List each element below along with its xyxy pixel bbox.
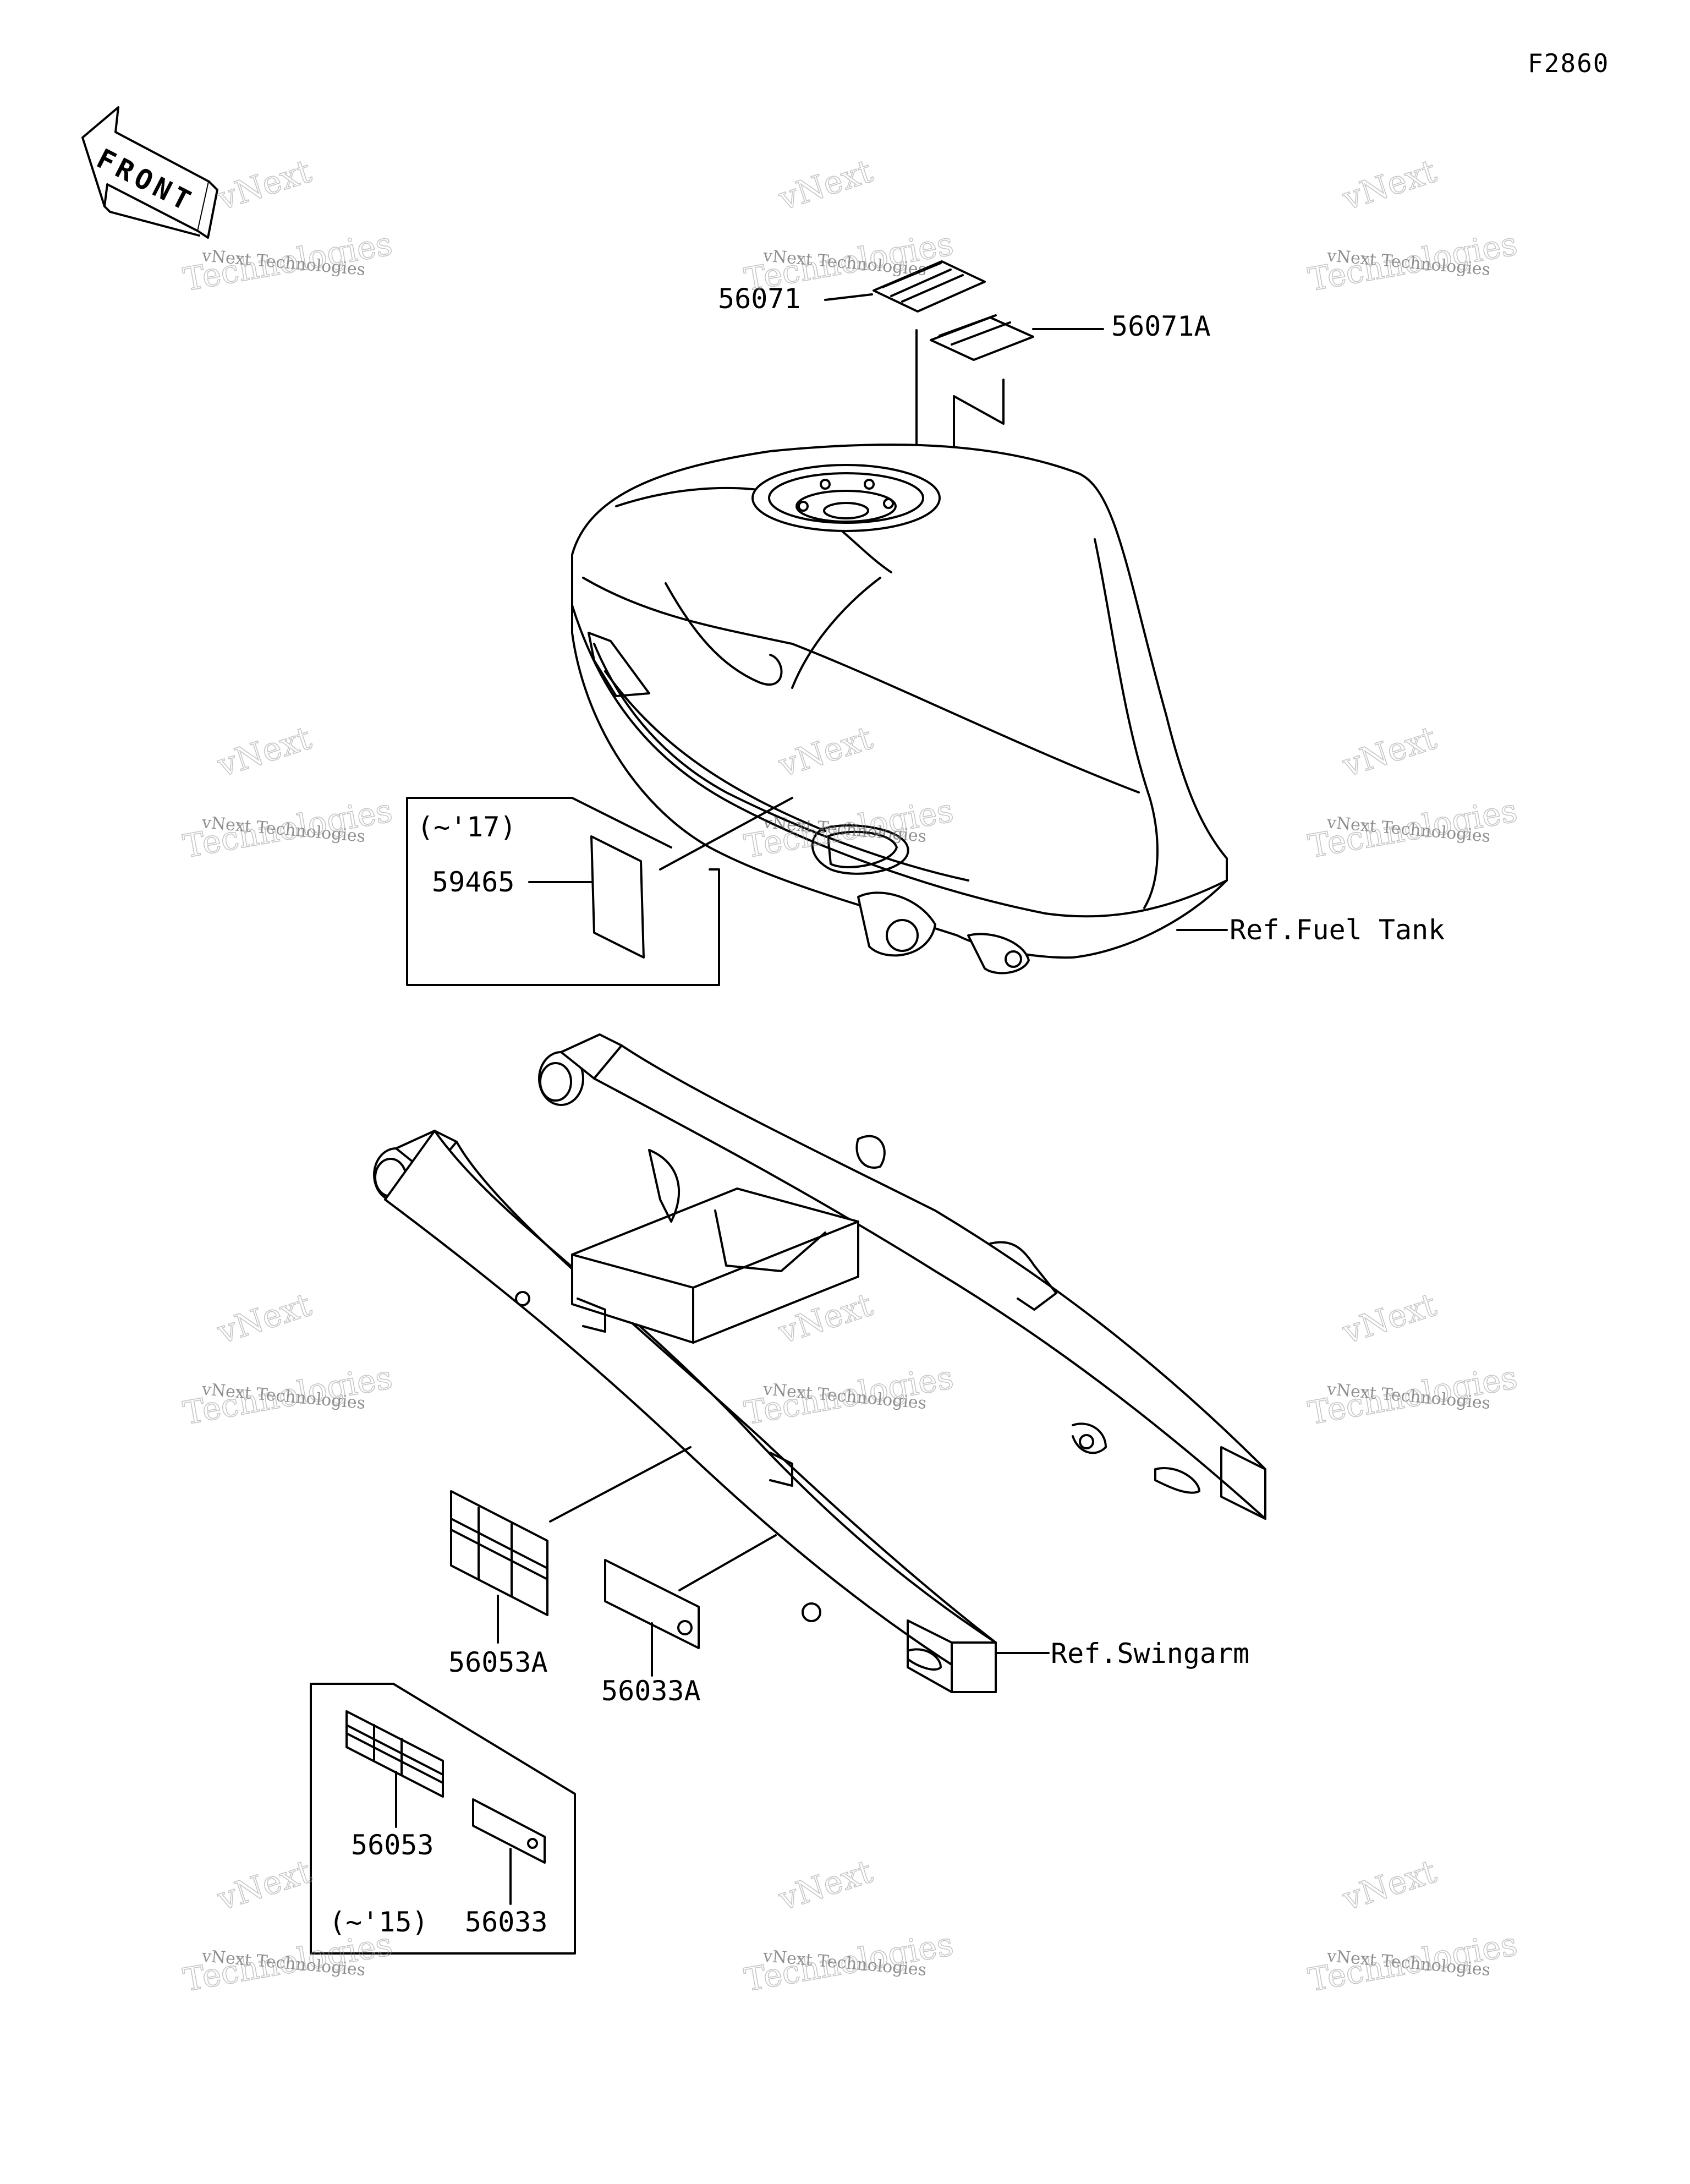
watermark-mr: vNext vNext Technologies Technologies xyxy=(1305,719,1520,866)
watermark-tr: vNext vNext Technologies Technologies xyxy=(1305,152,1520,299)
watermark-tc: vNext vNext Technologies Technologies xyxy=(741,152,956,299)
svg-text:vNext: vNext xyxy=(1338,152,1441,218)
callout-56071: 56071 xyxy=(718,283,801,315)
callout-56071A: 56071A xyxy=(1111,310,1211,342)
callout-56033A: 56033A xyxy=(601,1675,701,1707)
ref-swingarm: Ref.Swingarm xyxy=(1051,1638,1249,1670)
svg-text:Technologies: Technologies xyxy=(742,1925,956,1999)
svg-text:Technologies: Technologies xyxy=(180,792,395,866)
svg-text:vNext: vNext xyxy=(1338,1853,1441,1918)
label-56053A xyxy=(450,1446,692,1644)
fuel-tank xyxy=(571,444,1228,975)
svg-text:Technologies: Technologies xyxy=(742,225,956,299)
svg-text:Technologies: Technologies xyxy=(1305,792,1520,866)
watermark-tl: vNext vNext Technologies Technologies xyxy=(180,152,395,299)
callout-56053: 56053 xyxy=(351,1829,434,1861)
svg-text:vNext: vNext xyxy=(213,152,316,218)
label-56033A xyxy=(604,1534,777,1677)
callout-56033: 56033 xyxy=(465,1906,548,1938)
svg-text:vNext: vNext xyxy=(774,152,877,218)
svg-text:vNext: vNext xyxy=(1338,1286,1441,1351)
svg-text:vNext: vNext xyxy=(213,1853,316,1918)
svg-text:vNext: vNext xyxy=(213,1286,316,1351)
year-note-upto-15: (~'15) xyxy=(329,1906,429,1938)
callout-56053A: 56053A xyxy=(448,1646,548,1678)
svg-text:vNext: vNext xyxy=(774,1853,877,1918)
ref-fuel-tank: Ref.Fuel Tank xyxy=(1230,914,1445,946)
svg-text:Technologies: Technologies xyxy=(1305,1359,1520,1432)
svg-text:Technologies: Technologies xyxy=(1305,225,1520,299)
svg-text:Technologies: Technologies xyxy=(742,1359,956,1432)
svg-text:Technologies: Technologies xyxy=(180,1359,395,1432)
watermark-br: vNext vNext Technologies Technologies xyxy=(1305,1285,1520,1432)
svg-text:Technologies: Technologies xyxy=(1305,1925,1520,1999)
watermark-xr: vNext vNext Technologies Technologies xyxy=(1305,1852,1520,1999)
watermarks: vNext vNext Technologies Technologies vN… xyxy=(180,152,1520,1999)
svg-text:vNext: vNext xyxy=(1338,719,1441,785)
svg-text:Technologies: Technologies xyxy=(180,1925,395,1999)
figure-code: F2860 xyxy=(1528,48,1610,78)
swingarm xyxy=(373,1033,1266,1693)
svg-text:Technologies: Technologies xyxy=(180,225,395,299)
front-arrow-icon: FRONT xyxy=(81,106,218,239)
watermark-bl: vNext vNext Technologies Technologies xyxy=(180,1285,395,1432)
callout-59465: 59465 xyxy=(432,866,515,898)
watermark-ml: vNext vNext Technologies Technologies xyxy=(180,719,395,866)
year-note-upto-17: (~'17) xyxy=(417,811,517,843)
box-upto-15 xyxy=(310,1683,576,1955)
watermark-xc: vNext vNext Technologies Technologies xyxy=(741,1852,956,1999)
svg-text:vNext: vNext xyxy=(213,719,316,785)
box-upto-17 xyxy=(406,797,793,986)
